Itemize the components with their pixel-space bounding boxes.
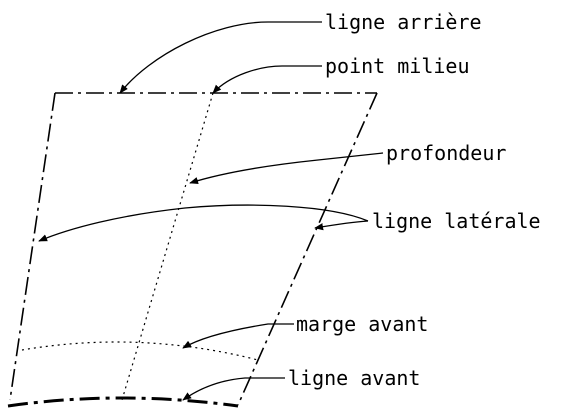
front-margin-line <box>21 341 259 361</box>
front-line-arrow <box>182 377 285 401</box>
side-line-arrow-left <box>38 204 369 242</box>
label-front-margin: marge avant <box>296 312 428 336</box>
label-front-line: ligne avant <box>288 366 420 390</box>
label-back-line: ligne arrière <box>325 10 482 34</box>
midpoint-arrow <box>212 65 322 94</box>
back-line-arrow <box>119 21 322 94</box>
label-depth: profondeur <box>386 141 506 165</box>
left-side-line <box>9 92 56 401</box>
side-line-arrow-right <box>314 220 369 231</box>
depth-line <box>121 92 214 401</box>
front-margin-arrow <box>182 323 294 349</box>
depth-arrow <box>189 152 384 185</box>
label-midpoint: point milieu <box>325 54 470 78</box>
front-line <box>7 396 239 408</box>
right-side-line <box>237 92 378 406</box>
label-side-line: ligne latérale <box>372 209 541 233</box>
